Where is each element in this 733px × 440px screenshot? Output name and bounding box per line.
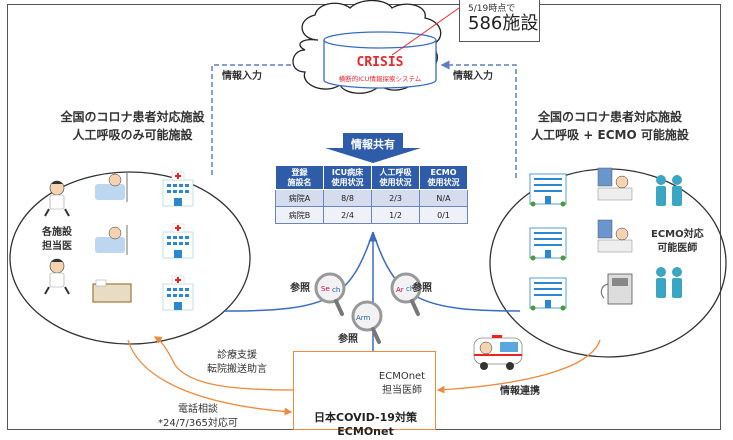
phone-consult-line2: *24/7/365対応可	[158, 417, 238, 429]
ecmonet-box	[293, 351, 436, 430]
info-share-label: 情報共有	[351, 138, 395, 151]
cell-icu: 2/4	[323, 206, 372, 225]
table-row: 病院A 8/8 2/3 N/A	[275, 189, 468, 208]
hospital-icon	[162, 223, 194, 259]
doctor-icon	[44, 258, 70, 295]
phone-consult-label: 電話相談 *24/7/365対応可	[158, 403, 238, 430]
left-group-title: 全国のコロナ患者対応施設 人工呼吸のみ可能施設	[55, 108, 210, 144]
patient-ventilator-icon	[95, 172, 128, 202]
phone-consult-line1: 電話相談	[177, 404, 218, 415]
empty-bed-icon	[92, 279, 132, 303]
ecmonet-doctor-label: ECMOnet 担当医師	[372, 370, 432, 398]
reference-line-right	[372, 231, 521, 312]
clinical-support-label: 診療支援 転院搬送助言	[207, 349, 267, 376]
cell-facility: 病院A	[275, 189, 324, 208]
crisis-title: CRISIS	[356, 55, 404, 70]
ecmo-machine-icon	[600, 273, 633, 305]
ecmonet-doctor-label-line2: 担当医師	[382, 385, 422, 396]
svg-text:Se: Se	[321, 285, 330, 293]
ecmo-doctor-icon-pair	[656, 175, 682, 206]
right-group-title-line1: 全国のコロナ患者対応施設	[537, 110, 682, 124]
reference-right-label: 参照	[412, 283, 432, 294]
cell-ecmo: 0/1	[419, 206, 468, 225]
svg-text:ch: ch	[406, 285, 414, 293]
hospital-icon	[162, 171, 194, 207]
left-group-title-line1: 全国のコロナ患者対応施設	[60, 110, 205, 124]
phone-consult-arrow	[127, 339, 293, 416]
left-group-ellipse	[9, 171, 251, 345]
left-group-title-line2: 人工呼吸のみ可能施設	[72, 128, 193, 142]
right-group-title: 全国のコロナ患者対応施設 人工呼吸 + ECMO 可能施設	[530, 108, 690, 144]
info-input-right-line	[440, 60, 517, 178]
right-doctor-label: ECMO対応 可能医師	[651, 228, 704, 255]
info-share-arrow	[325, 133, 421, 163]
left-doctor-label-line2: 担当医	[42, 240, 72, 252]
info-link-label: 情報連携	[500, 386, 540, 397]
svg-text:Arm: Arm	[356, 314, 371, 322]
reference-left-label: 参照	[290, 283, 310, 294]
header-icu: ICU病床使用状況	[323, 164, 372, 191]
facility-count-callout: 5/19時点で 586施設	[459, 0, 540, 42]
right-doctor-label-line2: 可能医師	[657, 242, 698, 254]
info-input-right-label: 情報入力	[453, 71, 493, 82]
info-input-left-label: 情報入力	[222, 71, 262, 82]
callout-pointer	[391, 7, 460, 56]
large-hospital-icon	[529, 173, 567, 207]
callout-date: 5/19時点で	[468, 4, 516, 14]
reference-center-label: 参照	[338, 334, 358, 345]
ecmo-doctor-icon-pair	[656, 267, 682, 298]
svg-text:ch: ch	[332, 286, 340, 294]
reference-line-left	[224, 231, 374, 312]
hospital-icon	[162, 275, 194, 311]
ecmonet-name: 日本COVID-19対策 ECMOnet	[314, 411, 417, 438]
ambulance-icon	[473, 335, 523, 370]
patient-ecmo-icon	[597, 219, 633, 253]
cell-icu: 8/8	[323, 189, 372, 208]
doctor-icon	[44, 180, 70, 217]
right-doctor-label-line1: ECMO対応	[651, 229, 704, 240]
cell-ventilator: 2/3	[371, 189, 420, 208]
ecmonet-doctor-label-line1: ECMOnet	[378, 371, 426, 382]
header-facility: 登録施設名	[275, 164, 324, 191]
cell-facility: 病院B	[275, 206, 324, 225]
patient-ventilator-icon	[95, 225, 128, 255]
large-hospital-icon	[529, 227, 567, 261]
table-row: 病院B 2/4 1/2 0/1	[275, 206, 468, 225]
cell-ventilator: 1/2	[371, 206, 420, 225]
large-hospital-icon	[529, 277, 567, 311]
left-doctor-label-line1: 各施設	[42, 227, 72, 238]
clinical-support-line1: 診療支援	[217, 350, 257, 361]
right-group-title-line2: 人工呼吸 + ECMO 可能施設	[531, 128, 689, 142]
left-doctor-label: 各施設 担当医	[42, 226, 72, 253]
magnifier-icon-center: Arm	[351, 300, 383, 344]
info-input-left-line	[211, 60, 310, 175]
clinical-support-arrow	[153, 336, 294, 391]
svg-text:Ar: Ar	[396, 286, 404, 294]
patient-ecmo-icon	[597, 167, 633, 201]
crisis-subtitle: 横断的ICU情報探索システム	[338, 75, 422, 83]
cell-ecmo: N/A	[419, 189, 468, 208]
callout-count: 586施設	[468, 13, 539, 34]
clinical-support-line2: 転院搬送助言	[207, 363, 267, 375]
header-ventilator: 人工呼吸使用状況	[371, 164, 420, 191]
info-link-arrow	[436, 339, 601, 394]
